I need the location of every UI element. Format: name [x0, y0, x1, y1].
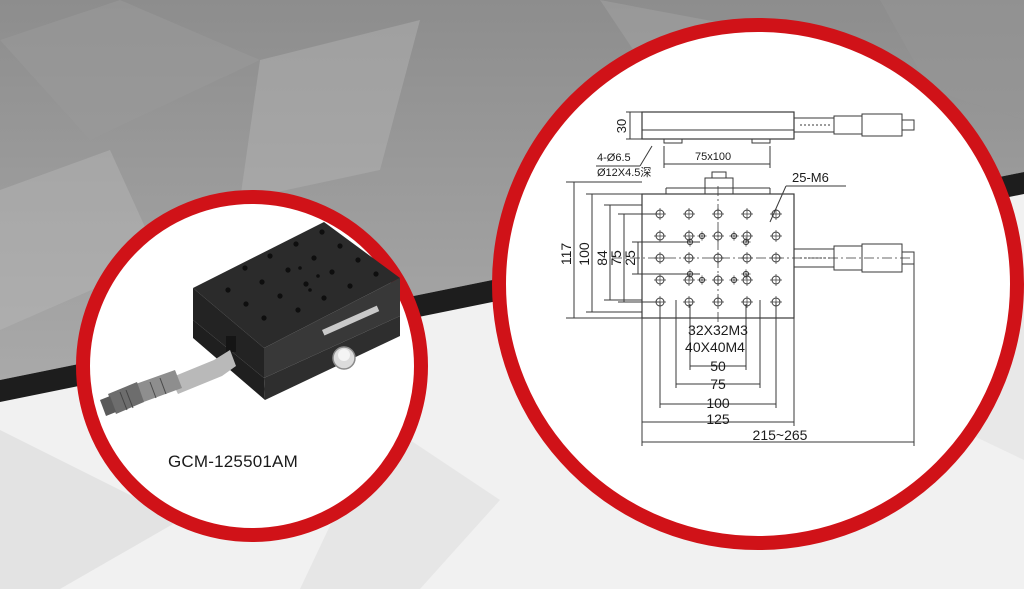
hole-crosshair — [729, 231, 739, 241]
dim-pattern-m3: 32X32M3 — [688, 322, 748, 338]
background-facet — [0, 150, 160, 330]
vertical-dimensions — [566, 181, 700, 319]
background-facet — [880, 0, 1024, 120]
dim-bottom-hole-spacing: 75x100 — [695, 151, 731, 163]
hole-crosshair — [712, 252, 724, 264]
dim-50: 50 — [710, 358, 726, 374]
hole-crosshair — [741, 296, 753, 308]
dim-100-horizontal: 100 — [706, 395, 730, 411]
hole-crosshair — [654, 252, 666, 264]
hole-crosshair — [683, 296, 695, 308]
hole-crosshair — [770, 274, 782, 286]
dim-75-horizontal: 75 — [710, 376, 726, 392]
hole-crosshair — [683, 274, 695, 286]
dim-100-vertical: 100 — [576, 242, 592, 266]
hole-crosshair — [741, 269, 751, 279]
horizontal-dimensions — [641, 264, 915, 446]
hole-crosshair — [712, 208, 724, 220]
hole-crosshair — [654, 230, 666, 242]
hole-crosshair — [741, 230, 753, 242]
background-facet — [0, 0, 260, 140]
hole-crosshair — [683, 208, 695, 220]
callout-mounting-holes: 4-Ø6.5 — [597, 152, 631, 164]
hole-crosshair — [683, 230, 695, 242]
background-facet — [300, 420, 500, 589]
hole-crosshair — [729, 275, 739, 285]
hole-crosshair — [654, 274, 666, 286]
dim-25: 25 — [622, 250, 638, 266]
stage-side-right — [264, 316, 400, 400]
dim-pattern-m4: 40X40M4 — [685, 339, 745, 355]
stage-top-rim — [193, 288, 264, 378]
hole-crosshair — [741, 252, 753, 264]
dim-125: 125 — [706, 411, 730, 427]
top-view — [612, 171, 915, 328]
hole-crosshair — [683, 252, 695, 264]
dim-75-vertical: 75 — [608, 250, 624, 266]
hole-crosshair — [697, 231, 707, 241]
hole-crosshair — [770, 230, 782, 242]
hole-crosshair — [697, 275, 707, 285]
background-facet — [240, 20, 420, 200]
hole-crosshair — [712, 230, 724, 242]
callout-tapped-holes: 25-M6 — [792, 170, 829, 185]
background-facet — [0, 430, 180, 589]
stage-top — [193, 222, 400, 348]
hole-crosshair — [741, 208, 753, 220]
hole-crosshair — [712, 296, 724, 308]
hole-crosshair — [712, 274, 724, 286]
dim-84: 84 — [594, 250, 610, 266]
product-model-label: GCM-125501AM — [168, 452, 298, 471]
side-view — [596, 111, 915, 168]
micrometer-head — [100, 350, 236, 416]
hole-crosshair — [741, 274, 753, 286]
stage-holes — [225, 229, 379, 321]
hole-crosshair — [741, 237, 751, 247]
hole-crosshair — [770, 252, 782, 264]
dim-height: 30 — [614, 119, 629, 133]
dim-travel-length: 215~265 — [753, 427, 808, 443]
stage-scale — [321, 305, 380, 336]
hole-crosshair — [770, 208, 782, 220]
callout-counterbore: Ø12X4.5深 — [597, 166, 651, 179]
dim-117: 117 — [558, 243, 574, 266]
